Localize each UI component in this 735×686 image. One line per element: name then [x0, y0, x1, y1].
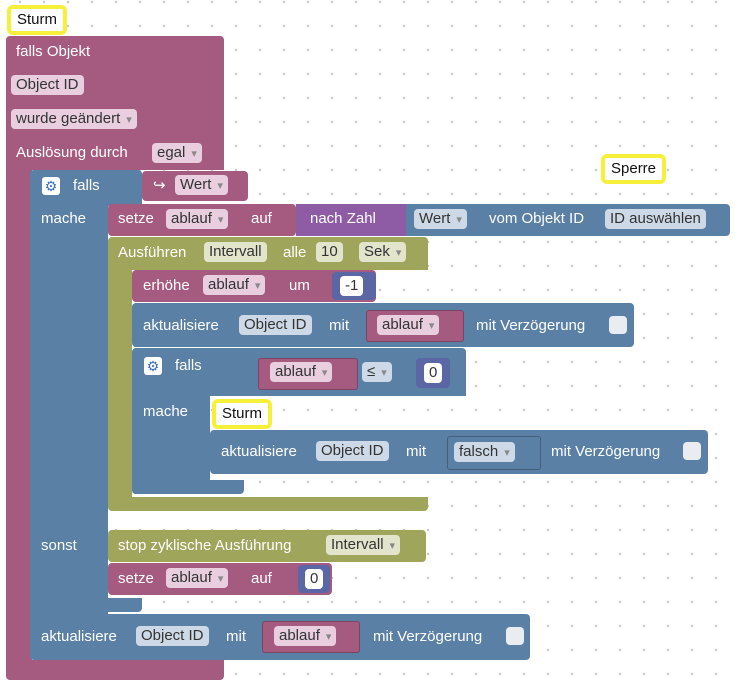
update-bool-dropdown[interactable]: falsch	[454, 442, 515, 462]
if-mache-label: mache	[41, 210, 87, 227]
compare-number-field[interactable]: 0	[424, 363, 443, 383]
update-delay-checkbox-2[interactable]	[683, 442, 701, 460]
comment-note-sperre[interactable]: Sperre	[602, 155, 666, 183]
nach-zahl-label: nach Zahl	[310, 210, 376, 227]
trigger-falls-objekt-label: falls Objekt	[16, 43, 91, 60]
update-label-1: aktualisiere	[143, 317, 219, 334]
update-delay-label-1: mit Verzögerung	[476, 317, 586, 334]
erhoehe-number-field[interactable]: -1	[340, 276, 364, 296]
nach-zahl-block[interactable]	[296, 204, 406, 236]
trigger-block-spine	[6, 170, 32, 666]
if-else-spine	[30, 206, 108, 618]
compare-var-dropdown[interactable]: ablauf	[270, 362, 333, 382]
update-delay-label-3: mit Verzögerung	[373, 628, 483, 645]
if-else-bottom	[30, 598, 142, 612]
comment-note-top[interactable]: Sturm	[8, 6, 67, 34]
alle-label: alle	[283, 244, 307, 261]
trigger-block-bottom	[6, 660, 224, 680]
inner-if-mache-label: mache	[143, 403, 189, 420]
update-mit-label-1: mit	[329, 317, 349, 334]
trigger-egal-dropdown[interactable]: egal	[152, 143, 202, 163]
setze-number-field-2[interactable]: 0	[305, 569, 324, 589]
compare-operator-dropdown[interactable]: ≤	[362, 362, 392, 382]
interval-name-field[interactable]: Intervall	[204, 242, 267, 262]
trigger-object-id-field[interactable]: Object ID	[11, 75, 84, 95]
erhoehe-um-label: um	[289, 277, 310, 294]
update-delay-checkbox-3[interactable]	[506, 627, 524, 645]
setze-var-dropdown-1[interactable]: ablauf	[166, 209, 229, 229]
update-mit-label-3: mit	[226, 628, 246, 645]
update-delay-checkbox-1[interactable]	[609, 316, 627, 334]
update-var-dropdown-1[interactable]: ablauf	[377, 315, 440, 335]
interval-bottom	[108, 497, 428, 511]
update-var-dropdown-3[interactable]: ablauf	[274, 626, 337, 646]
erhoehe-label: erhöhe	[143, 277, 190, 294]
gear-icon[interactable]: ⚙	[42, 177, 60, 195]
interval-spine	[108, 270, 132, 500]
stop-interval-dropdown[interactable]: Intervall	[326, 535, 401, 555]
stop-label: stop zyklische Ausführung	[118, 537, 292, 554]
setze-label-2: setze	[118, 570, 154, 587]
update-label-3: aktualisiere	[41, 628, 117, 645]
setze-var-dropdown-2[interactable]: ablauf	[166, 568, 229, 588]
update-label-2: aktualisiere	[221, 443, 297, 460]
interval-unit-dropdown[interactable]: Sek	[359, 242, 407, 262]
comment-note-inner[interactable]: Sturm	[213, 400, 272, 428]
update-object-id-2[interactable]: Object ID	[316, 441, 389, 461]
trigger-ausloesung-label: Auslösung durch	[16, 144, 128, 161]
inner-if-spine	[132, 396, 210, 494]
if-falls-label: falls	[73, 177, 100, 194]
inner-if-falls-label: falls	[175, 357, 202, 374]
if-sonst-label: sonst	[41, 537, 77, 554]
trigger-change-dropdown[interactable]: wurde geändert	[11, 109, 137, 129]
wert-dropdown[interactable]: Wert	[175, 175, 228, 195]
interval-value-field[interactable]: 10	[316, 242, 343, 262]
update-object-id-3[interactable]: Object ID	[136, 626, 209, 646]
id-select-field[interactable]: ID auswählen	[605, 209, 706, 229]
ausfuehren-label: Ausführen	[118, 244, 187, 261]
erhoehe-var-dropdown[interactable]: ablauf	[203, 275, 266, 295]
get-wert-dropdown[interactable]: Wert	[414, 209, 467, 229]
vom-objekt-label: vom Objekt ID	[489, 210, 585, 227]
gear-icon[interactable]: ⚙	[144, 357, 162, 375]
update-delay-label-2: mit Verzögerung	[551, 443, 661, 460]
arrow-icon: ↪	[153, 177, 166, 194]
setze-auf-label-1: auf	[251, 210, 272, 227]
update-mit-label-2: mit	[406, 443, 426, 460]
update-object-id-1[interactable]: Object ID	[239, 315, 312, 335]
setze-auf-label-2: auf	[251, 570, 272, 587]
setze-label-1: setze	[118, 210, 154, 227]
inner-if-bottom	[132, 480, 244, 494]
